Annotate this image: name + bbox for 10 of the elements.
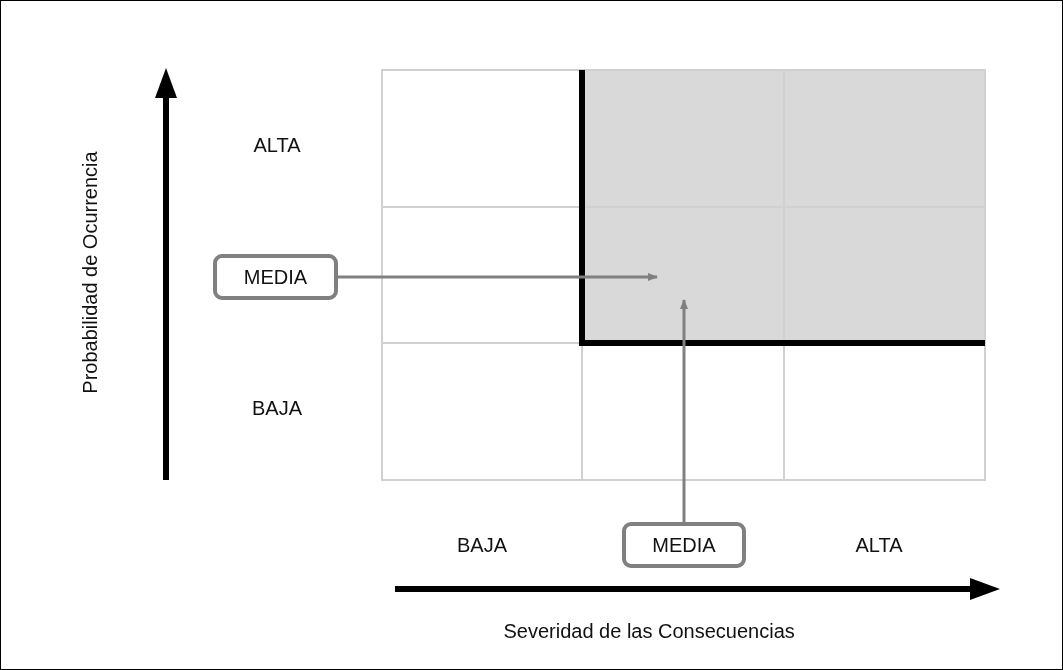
arrow xyxy=(680,299,688,522)
axis-level-label: ALTA xyxy=(253,133,301,157)
axis-title: Probabilidad de Ocurrencia xyxy=(78,150,102,394)
highlight-box: MEDIA xyxy=(213,254,338,300)
arrow xyxy=(338,273,658,281)
axis-title: Severidad de las Consecuencias xyxy=(503,619,795,643)
highlight-box: MEDIA xyxy=(622,522,746,568)
axis-level-label: ALTA xyxy=(855,533,903,557)
axis-level-label: BAJA xyxy=(457,533,508,557)
axis-level-label: BAJA xyxy=(252,396,303,420)
